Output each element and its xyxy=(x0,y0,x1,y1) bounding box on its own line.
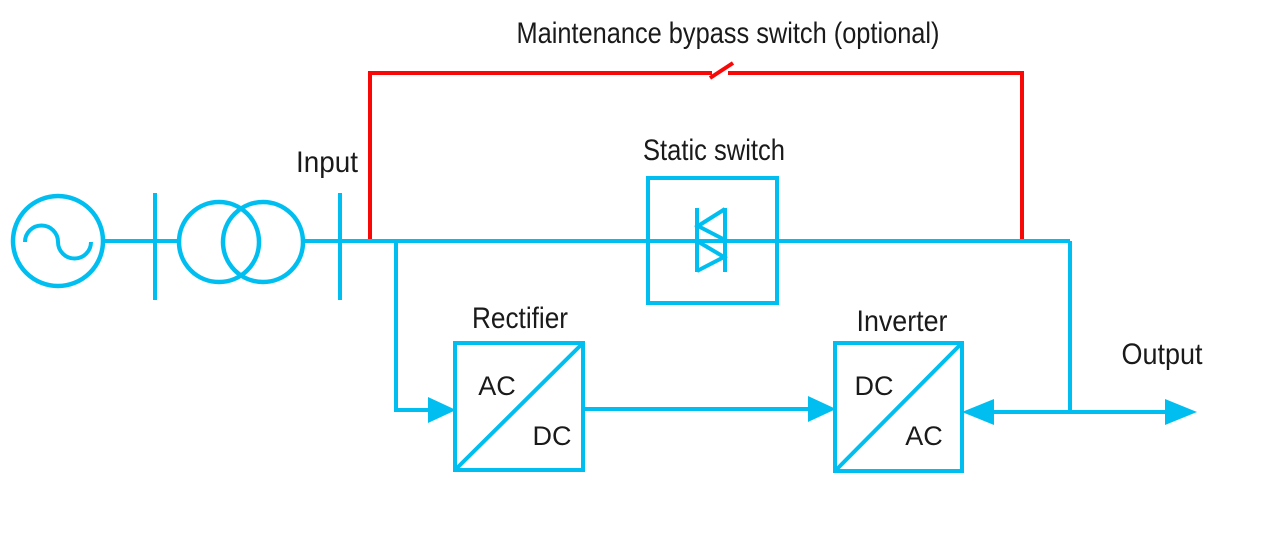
input-label: Input xyxy=(296,146,359,179)
maintenance-bypass-label: Maintenance bypass switch (optional) xyxy=(517,17,940,50)
static-switch-box xyxy=(646,176,779,305)
bypass-path xyxy=(368,61,1024,241)
rectifier-diagonal xyxy=(455,343,583,470)
bypass-line-right xyxy=(728,71,1024,241)
inverter-label: Inverter xyxy=(857,305,948,338)
transformer-icon xyxy=(176,199,262,285)
rectifier-dc-label: DC xyxy=(533,421,572,451)
inverter-box xyxy=(833,341,964,473)
rectifier-feed-line xyxy=(394,241,432,412)
output-label: Output xyxy=(1122,338,1204,371)
bypass-switch-blade-icon xyxy=(708,61,735,80)
flow-arrow-icon xyxy=(962,399,994,425)
static-switch-triac-icon xyxy=(695,239,729,273)
flow-arrow-icon xyxy=(1165,399,1197,425)
rectifier-box xyxy=(453,341,585,472)
inverter-ac-label: AC xyxy=(905,421,943,451)
static-switch-label: Static switch xyxy=(643,134,785,167)
sine-wave-icon xyxy=(23,223,93,261)
rectifier-label: Rectifier xyxy=(472,302,568,335)
diagram-labels: Maintenance bypass switch (optional) Inp… xyxy=(296,17,1203,451)
flow-arrow-icon xyxy=(808,396,836,422)
inverter-dc-label: DC xyxy=(855,371,894,401)
flow-arrow-icon xyxy=(428,397,456,423)
flow-arrows xyxy=(428,396,1197,425)
power-path xyxy=(10,176,1170,473)
rectifier-ac-label: AC xyxy=(478,371,516,401)
static-switch-triac-icon xyxy=(693,207,727,242)
bypass-line-left xyxy=(368,71,712,241)
inverter-diagonal xyxy=(835,343,962,471)
transformer-icon xyxy=(220,199,306,285)
